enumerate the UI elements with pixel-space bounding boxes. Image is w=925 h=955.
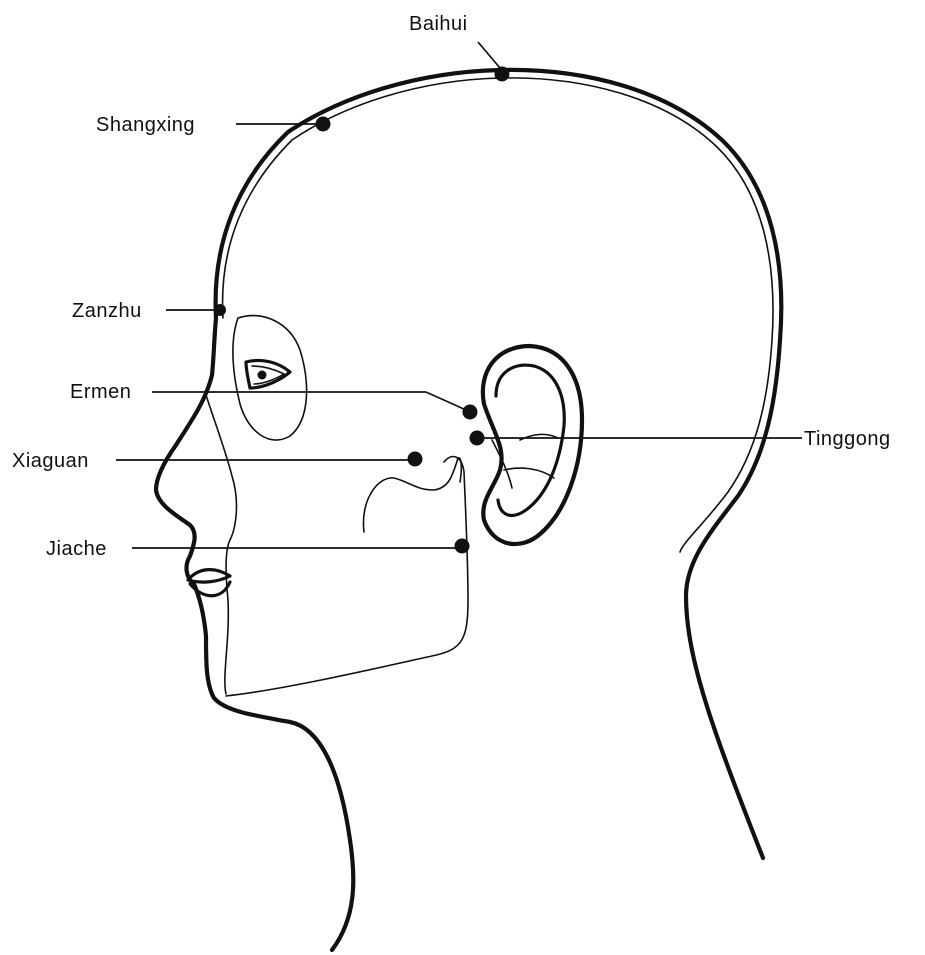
eye xyxy=(233,316,307,440)
cheek-line xyxy=(205,392,236,694)
jiache-label: Jiache xyxy=(46,538,107,560)
jaw-line xyxy=(226,457,468,696)
head-contour xyxy=(216,70,782,858)
baihui-point xyxy=(495,67,510,82)
eye-socket xyxy=(233,316,307,440)
xiaguan-label: Xiaguan xyxy=(12,450,89,472)
zanzhu-point xyxy=(214,304,226,316)
tinggong-point xyxy=(470,431,485,446)
ermen-point xyxy=(463,405,478,420)
zygomatic-arch xyxy=(363,458,461,532)
ear xyxy=(483,346,582,544)
baihui-label: Baihui xyxy=(409,13,468,35)
lips xyxy=(188,570,230,596)
shangxing-label: Shangxing xyxy=(96,114,195,136)
ermen-label: Ermen xyxy=(70,381,131,403)
leader-lines xyxy=(116,42,802,548)
tinggong-label: Tinggong xyxy=(804,428,891,450)
face-profile xyxy=(156,318,353,950)
zanzhu-label: Zanzhu xyxy=(72,300,142,322)
ear-outer xyxy=(483,346,582,544)
head-outline xyxy=(156,70,781,950)
shangxing-point xyxy=(316,117,331,132)
acupoint-dots xyxy=(214,67,510,554)
ear-inner xyxy=(496,365,564,515)
head-inner-contour xyxy=(223,78,773,552)
face-inner-lines xyxy=(205,392,468,696)
jiache-point xyxy=(455,539,470,554)
xiaguan-point xyxy=(408,452,423,467)
